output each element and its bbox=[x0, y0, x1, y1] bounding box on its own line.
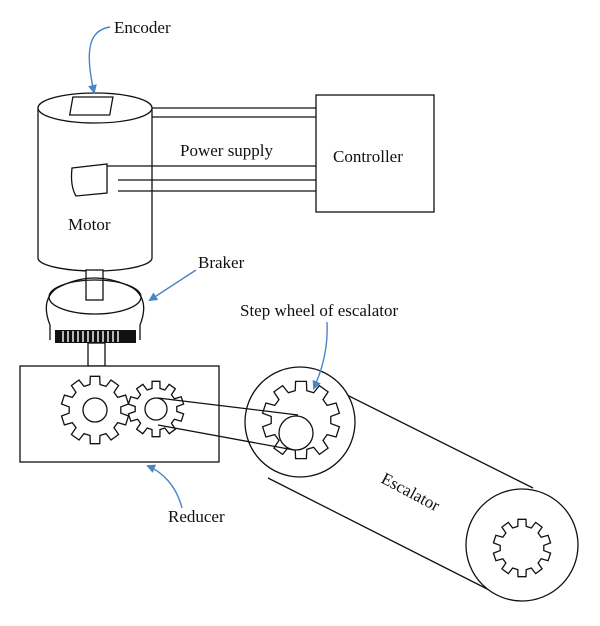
controller-box bbox=[315, 94, 435, 213]
reducer-gear-right bbox=[127, 380, 185, 438]
encoder-arrow bbox=[88, 26, 111, 94]
braker bbox=[45, 277, 145, 343]
motor-shaft bbox=[85, 269, 104, 301]
reducer-gear-left bbox=[60, 375, 130, 445]
motor bbox=[37, 92, 153, 272]
encoder-square bbox=[68, 96, 114, 116]
gear-teeth bbox=[492, 518, 552, 578]
escalator-label: Escalator bbox=[378, 469, 443, 516]
controller-label: Controller bbox=[333, 147, 403, 166]
motor-terminal bbox=[70, 163, 108, 197]
motor-label: Motor bbox=[68, 215, 111, 234]
reducer-label: Reducer bbox=[168, 507, 225, 526]
step-wheel-arrow bbox=[312, 321, 328, 390]
drive-belt bbox=[157, 397, 314, 451]
reducer-shaft bbox=[87, 342, 106, 367]
power-supply-label: Power supply bbox=[180, 141, 274, 160]
wiring bbox=[107, 107, 316, 192]
step-wheel-label: Step wheel of escalator bbox=[240, 301, 398, 320]
encoder-label: Encoder bbox=[114, 18, 171, 37]
gear-hub bbox=[144, 397, 168, 421]
lower-wheel-gear bbox=[492, 518, 552, 578]
reducer-arrow bbox=[146, 464, 183, 509]
braker-label: Braker bbox=[198, 253, 245, 272]
gear-hub bbox=[82, 397, 108, 423]
braker-arrow bbox=[148, 269, 197, 302]
